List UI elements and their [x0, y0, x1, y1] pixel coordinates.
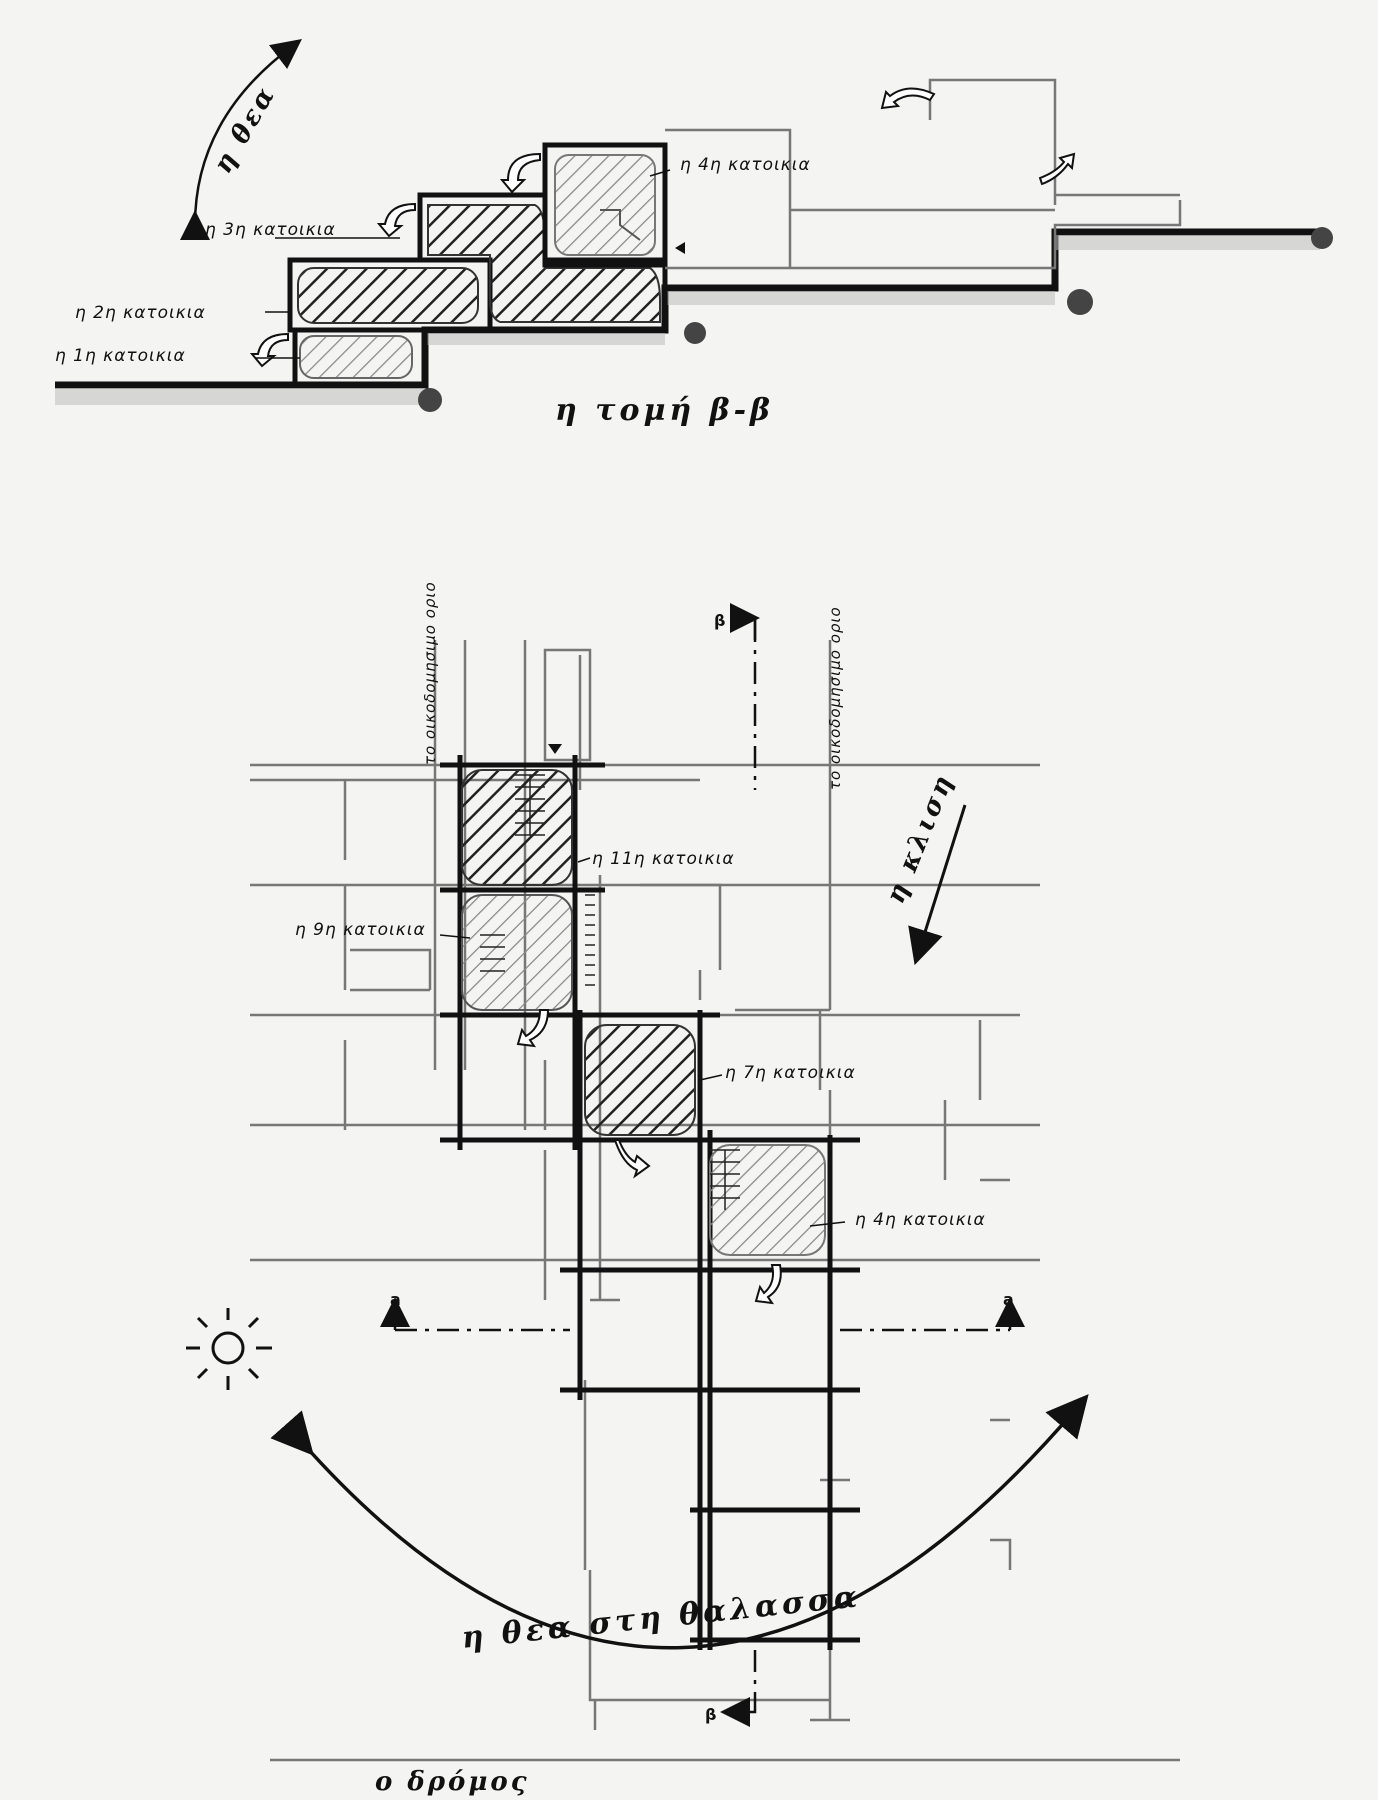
section-drawing [55, 38, 1333, 412]
plan-unit-7 [584, 1024, 696, 1136]
entry-arrow-icon [1038, 152, 1076, 186]
section-mark-b-bottom: β [705, 1705, 716, 1724]
entry-arrow-icon [249, 332, 289, 368]
ground-line [55, 228, 1320, 389]
plan-unit-11-label: η 11η κατοικια [592, 849, 735, 869]
entry-arrow-icon [754, 1264, 782, 1305]
plan-grid [440, 755, 860, 1650]
entry-arrow-icon [516, 1009, 550, 1048]
plan-road-label: ο δρόμος [375, 1767, 530, 1797]
plan-unit-9-label: η 9η κατοικια [295, 920, 426, 940]
plan-sea-view-label: η θεα στη θαλασσα [460, 1579, 863, 1656]
plan-unit-9 [461, 894, 573, 1011]
section-unit-3-label: η 3η κατοικια [205, 220, 336, 240]
sun-icon [186, 1308, 272, 1390]
plan-unit-7-label: η 7η κατοικια [725, 1063, 856, 1083]
section-mark-a-right: a [1003, 1290, 1014, 1309]
entry-arrow-icon [880, 87, 936, 110]
plan-unit-4 [709, 1144, 826, 1256]
plan-boundary-left-label: το οικοδομησιμο οριο [421, 581, 439, 765]
view-arc-arrow-icon [270, 1394, 1089, 1650]
entry-arrow-icon [499, 152, 541, 194]
section-unit-1-label: η 1η κατοικια [55, 346, 186, 366]
section-unit-4-label: η 4η κατοικια [680, 155, 811, 175]
plan-slope-label: η κλιση [881, 769, 960, 908]
view-arc-arrow-icon [179, 38, 302, 241]
ground-fill [55, 235, 1320, 405]
plan-boundary-right-label: το οικοδομησιμο οριο [826, 606, 844, 790]
section-mark-b-top: β [714, 611, 725, 630]
entry-arrow-icon [376, 202, 416, 238]
section-unit-4 [542, 142, 668, 268]
section-title: η τομή β-β [555, 393, 774, 428]
section-unit-2-label: η 2η κατοικια [75, 303, 206, 323]
section-mark-a-left: a [390, 1290, 401, 1309]
entry-arrow-icon [613, 1139, 651, 1179]
plan-unit-4-label: η 4η κατοικια [855, 1210, 986, 1230]
site-plan [186, 603, 1180, 1762]
